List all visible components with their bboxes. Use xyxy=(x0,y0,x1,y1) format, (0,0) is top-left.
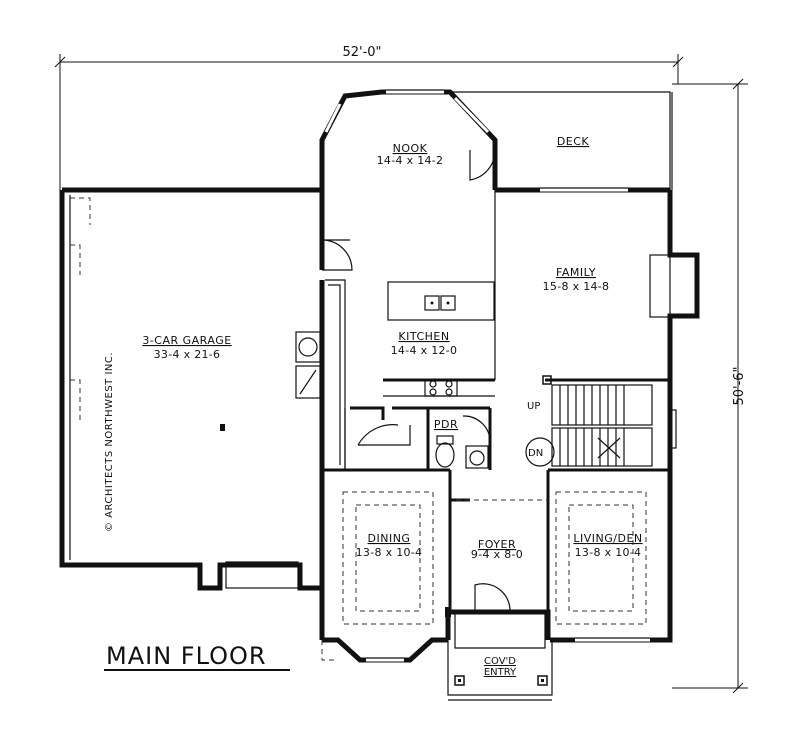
front-door xyxy=(445,583,511,617)
dimension-lines xyxy=(54,54,748,694)
room-name-living: LIVING/DEN xyxy=(573,532,642,545)
room-size-kitchen: 14-4 x 12-0 xyxy=(391,344,458,357)
house-walls xyxy=(319,89,700,663)
room-size-living: 13-8 x 10-4 xyxy=(575,546,642,559)
room-name-garage: 3-CAR GARAGE xyxy=(142,334,231,347)
kitchen-side-door xyxy=(321,239,353,271)
covered-entry xyxy=(447,612,553,701)
room-size-foyer: 9-4 x 8-0 xyxy=(471,548,523,561)
width-dimension: 52'-0" xyxy=(342,45,381,60)
room-size-entry: ENTRY xyxy=(484,667,517,678)
window-lines xyxy=(366,89,677,659)
depth-dimension: 50'-6" xyxy=(732,366,747,405)
nook-windows xyxy=(324,90,650,662)
room-size-garage: 33-4 x 21-6 xyxy=(154,348,221,361)
room-size-family: 15-8 x 14-8 xyxy=(543,280,610,293)
room-name-family: FAMILY xyxy=(556,266,596,279)
room-size-dining: 13-8 x 10-4 xyxy=(356,546,423,559)
plan-title: MAIN FLOOR xyxy=(106,642,267,670)
room-name-entry: COV'D xyxy=(484,656,516,667)
powder-room-fixtures xyxy=(435,415,491,469)
nook-door-swing xyxy=(469,149,496,181)
garage xyxy=(59,187,322,591)
deck-outline xyxy=(450,91,673,190)
room-name-foyer: FOYER xyxy=(478,538,516,551)
range xyxy=(383,379,495,397)
room-name-pdr: PDR xyxy=(434,418,458,431)
ceiling-outlines xyxy=(321,491,647,661)
architect-watermark: © ARCHITECTS NORTHWEST INC. xyxy=(104,352,115,532)
room-size-nook: 14-4 x 14-2 xyxy=(377,154,444,167)
stair-up-label: UP xyxy=(527,401,540,412)
room-name-nook: NOOK xyxy=(393,142,428,155)
kitchen-island xyxy=(387,281,495,321)
room-name-kitchen: KITCHEN xyxy=(398,330,449,343)
stairs xyxy=(525,375,653,467)
room-name-deck: DECK xyxy=(557,135,590,148)
room-name-dining: DINING xyxy=(368,532,411,545)
stair-down-label: DN xyxy=(528,448,543,459)
